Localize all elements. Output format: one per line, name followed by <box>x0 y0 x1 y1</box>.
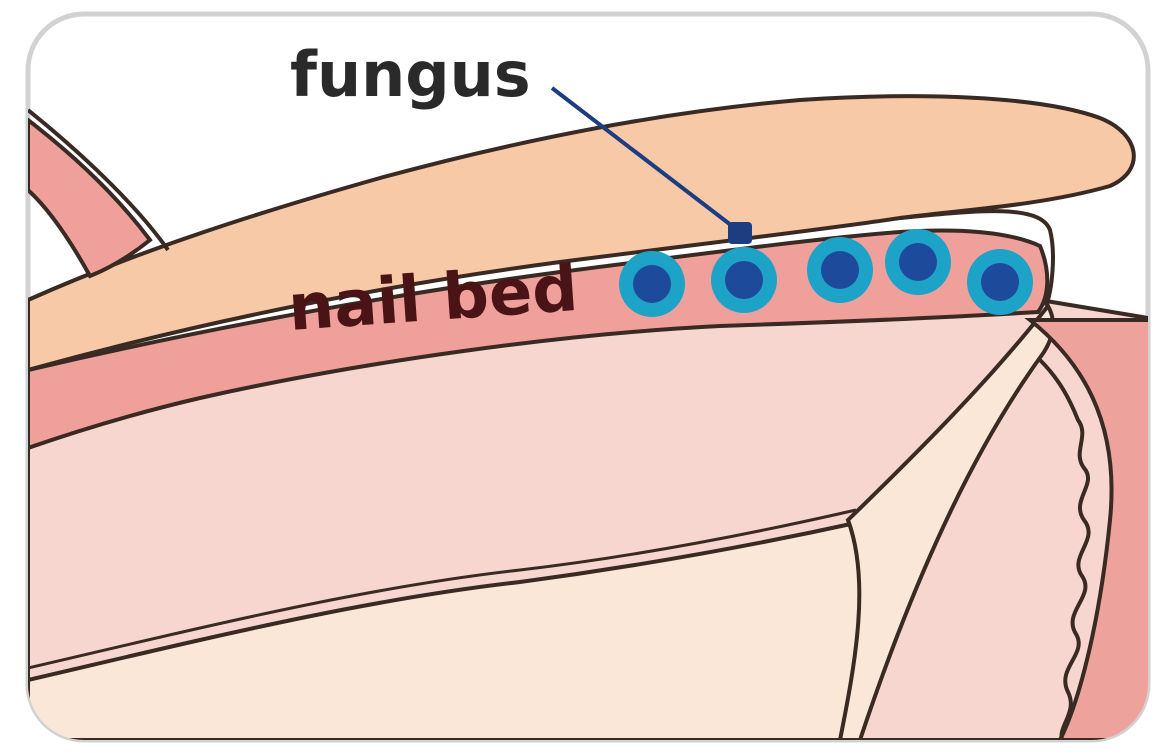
fungus-spot <box>807 237 873 303</box>
fungus-spot <box>711 247 777 313</box>
fungus-spot <box>967 249 1033 315</box>
fungus-spot <box>885 229 951 295</box>
fungus-pointer-end <box>728 222 752 244</box>
fungus-label: fungus <box>290 38 531 111</box>
fungus-spot <box>619 251 685 317</box>
